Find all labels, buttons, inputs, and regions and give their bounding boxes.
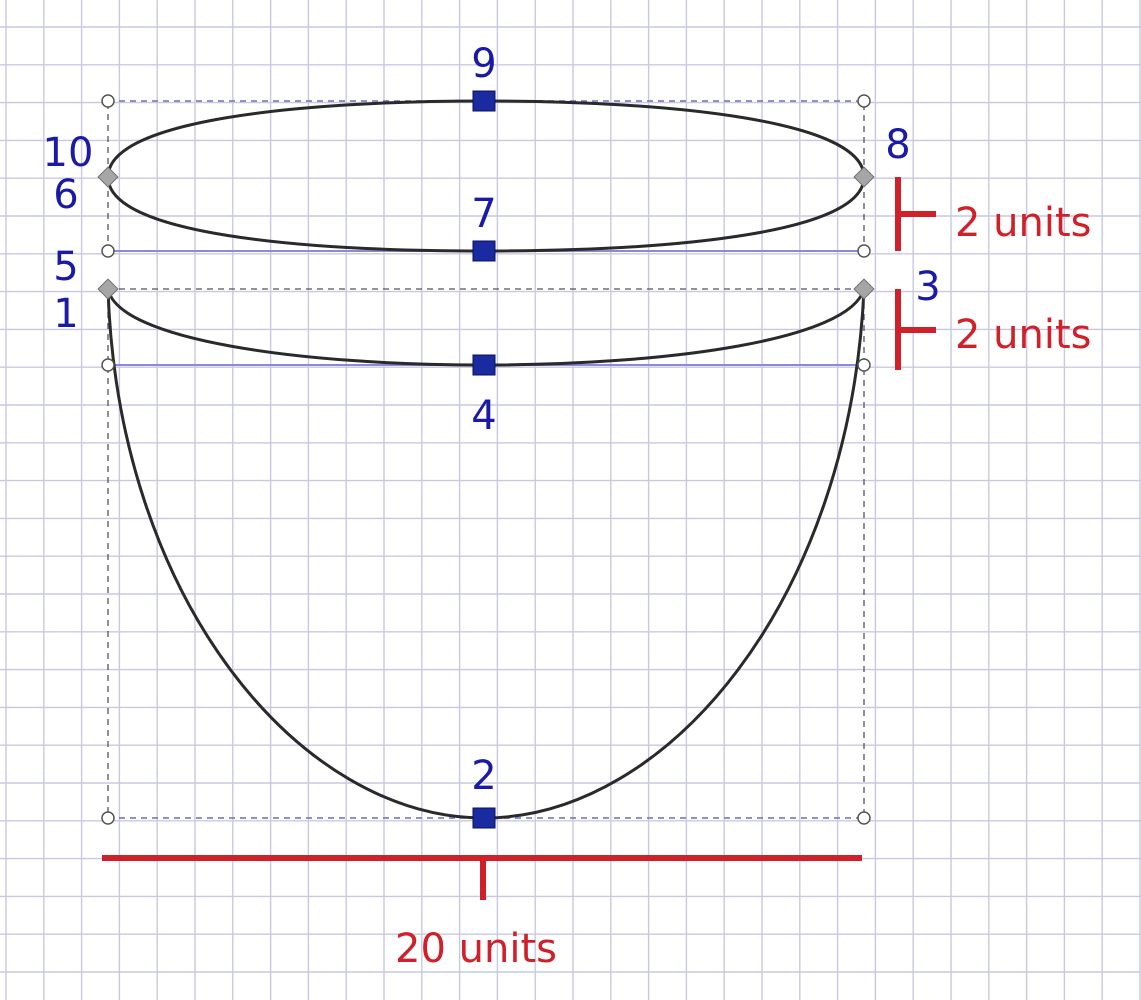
handle-circle-lip-right[interactable] (857, 358, 871, 372)
node-label-6: 6 (53, 172, 78, 218)
handle-circle-node-5[interactable] (101, 244, 115, 258)
node-label-7: 7 (471, 191, 496, 237)
node-label-9: 9 (471, 41, 496, 87)
node-2-square[interactable] (472, 807, 496, 829)
width-dimension-marker (102, 855, 862, 900)
width-label: 20 units (395, 926, 557, 972)
handle-circle-top-right[interactable] (857, 94, 871, 108)
node-7-square[interactable] (472, 240, 496, 262)
rim-height-dimension-marker (895, 177, 936, 251)
node-4-square[interactable] (472, 354, 496, 376)
node-3-diamond[interactable] (853, 278, 875, 300)
node-label-5: 5 (53, 244, 78, 290)
node-label-10: 10 (43, 130, 94, 176)
lip-height-dimension-marker (895, 289, 936, 370)
node-label-8: 8 (885, 122, 910, 168)
handle-circle-bottom-right[interactable] (857, 811, 871, 825)
node-label-2: 2 (471, 753, 496, 799)
node-8-diamond[interactable] (853, 166, 875, 188)
handle-circle-rim-right[interactable] (857, 244, 871, 258)
rim-height-label: 2 units (955, 200, 1092, 246)
node-label-1: 1 (53, 291, 78, 337)
lip-height-label: 2 units (955, 312, 1092, 358)
node-6-10-diamond[interactable] (97, 166, 119, 188)
handle-circle-bottom-left[interactable] (101, 811, 115, 825)
handle-circle-lip-left[interactable] (101, 358, 115, 372)
handle-circle-top-left[interactable] (101, 94, 115, 108)
node-1-diamond[interactable] (97, 278, 119, 300)
node-label-3: 3 (915, 264, 940, 310)
inner-lip-curve (106, 288, 866, 367)
node-label-4: 4 (471, 393, 496, 439)
node-9-square[interactable] (472, 90, 496, 112)
